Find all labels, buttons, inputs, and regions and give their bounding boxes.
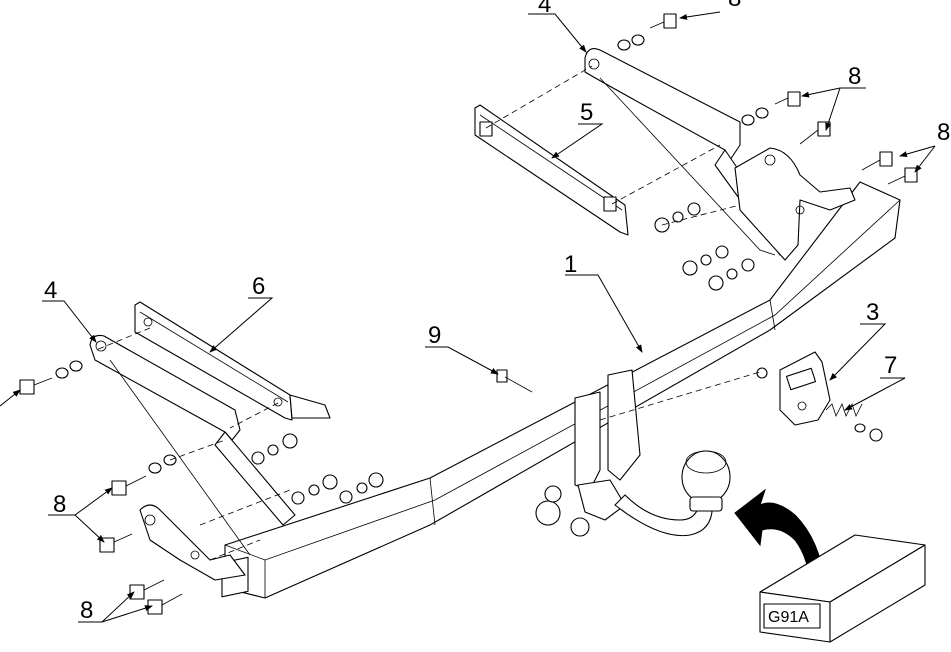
callout-1: 1 [564,251,577,278]
callout-numbers: 1 3 4 4 5 6 7 8 8 8 8 8 9 [44,0,950,624]
right-side-plate [734,147,856,261]
bracket-6 [134,301,331,421]
curved-arrow [734,488,826,591]
callout-8-right-edge: 8 [937,119,950,146]
callout-8-top-edge: 8 [728,0,741,12]
callout-5: 5 [580,99,593,126]
ball-plate-3 [779,351,831,426]
hex-nut-right-lower [570,517,590,537]
callout-9: 9 [428,322,441,349]
callout-4-left: 4 [44,277,57,304]
bracket-5 [474,104,629,236]
callout-3: 3 [866,299,879,326]
leader-lines [0,11,936,623]
tow-ball [614,450,731,537]
hex-nut-left-lower [535,485,562,526]
callout-4-top: 4 [538,0,551,18]
callout-8-right-upper: 8 [848,63,861,90]
bolt-9 [496,369,533,393]
assembly-lines [95,65,761,561]
spring-7 [825,402,883,442]
callout-8-left-mid: 8 [53,491,66,518]
callout-6: 6 [252,273,265,300]
callout-8-left-bottom: 8 [80,597,93,624]
bracket-4-left [89,334,296,556]
callout-7: 7 [884,352,897,379]
left-side-plate [139,504,246,581]
center-bracket [574,369,641,521]
part-code-label: G91A [768,609,809,626]
label-box: G91A [759,534,926,643]
